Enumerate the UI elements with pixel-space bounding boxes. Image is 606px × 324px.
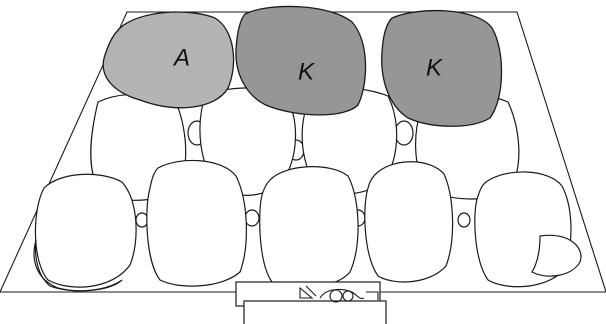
back-row-logs: A K K [102, 5, 503, 127]
log-label-k-right: K [426, 55, 443, 82]
log-label-k-center: K [298, 59, 315, 86]
burner-assembly [235, 281, 387, 324]
back-log-k-right [381, 10, 503, 127]
back-log-a [102, 11, 235, 109]
log-label-a: A [172, 45, 190, 72]
front-log-4 [364, 161, 454, 283]
front-row-logs [33, 159, 582, 292]
burner-control-icon [299, 285, 379, 303]
front-log-1 [34, 173, 137, 288]
front-log-1-lower [33, 239, 123, 292]
front-log-2 [146, 159, 247, 287]
front-log-3 [259, 166, 359, 289]
front-log-5-lower [531, 234, 582, 277]
back-log-k-center [235, 5, 367, 116]
